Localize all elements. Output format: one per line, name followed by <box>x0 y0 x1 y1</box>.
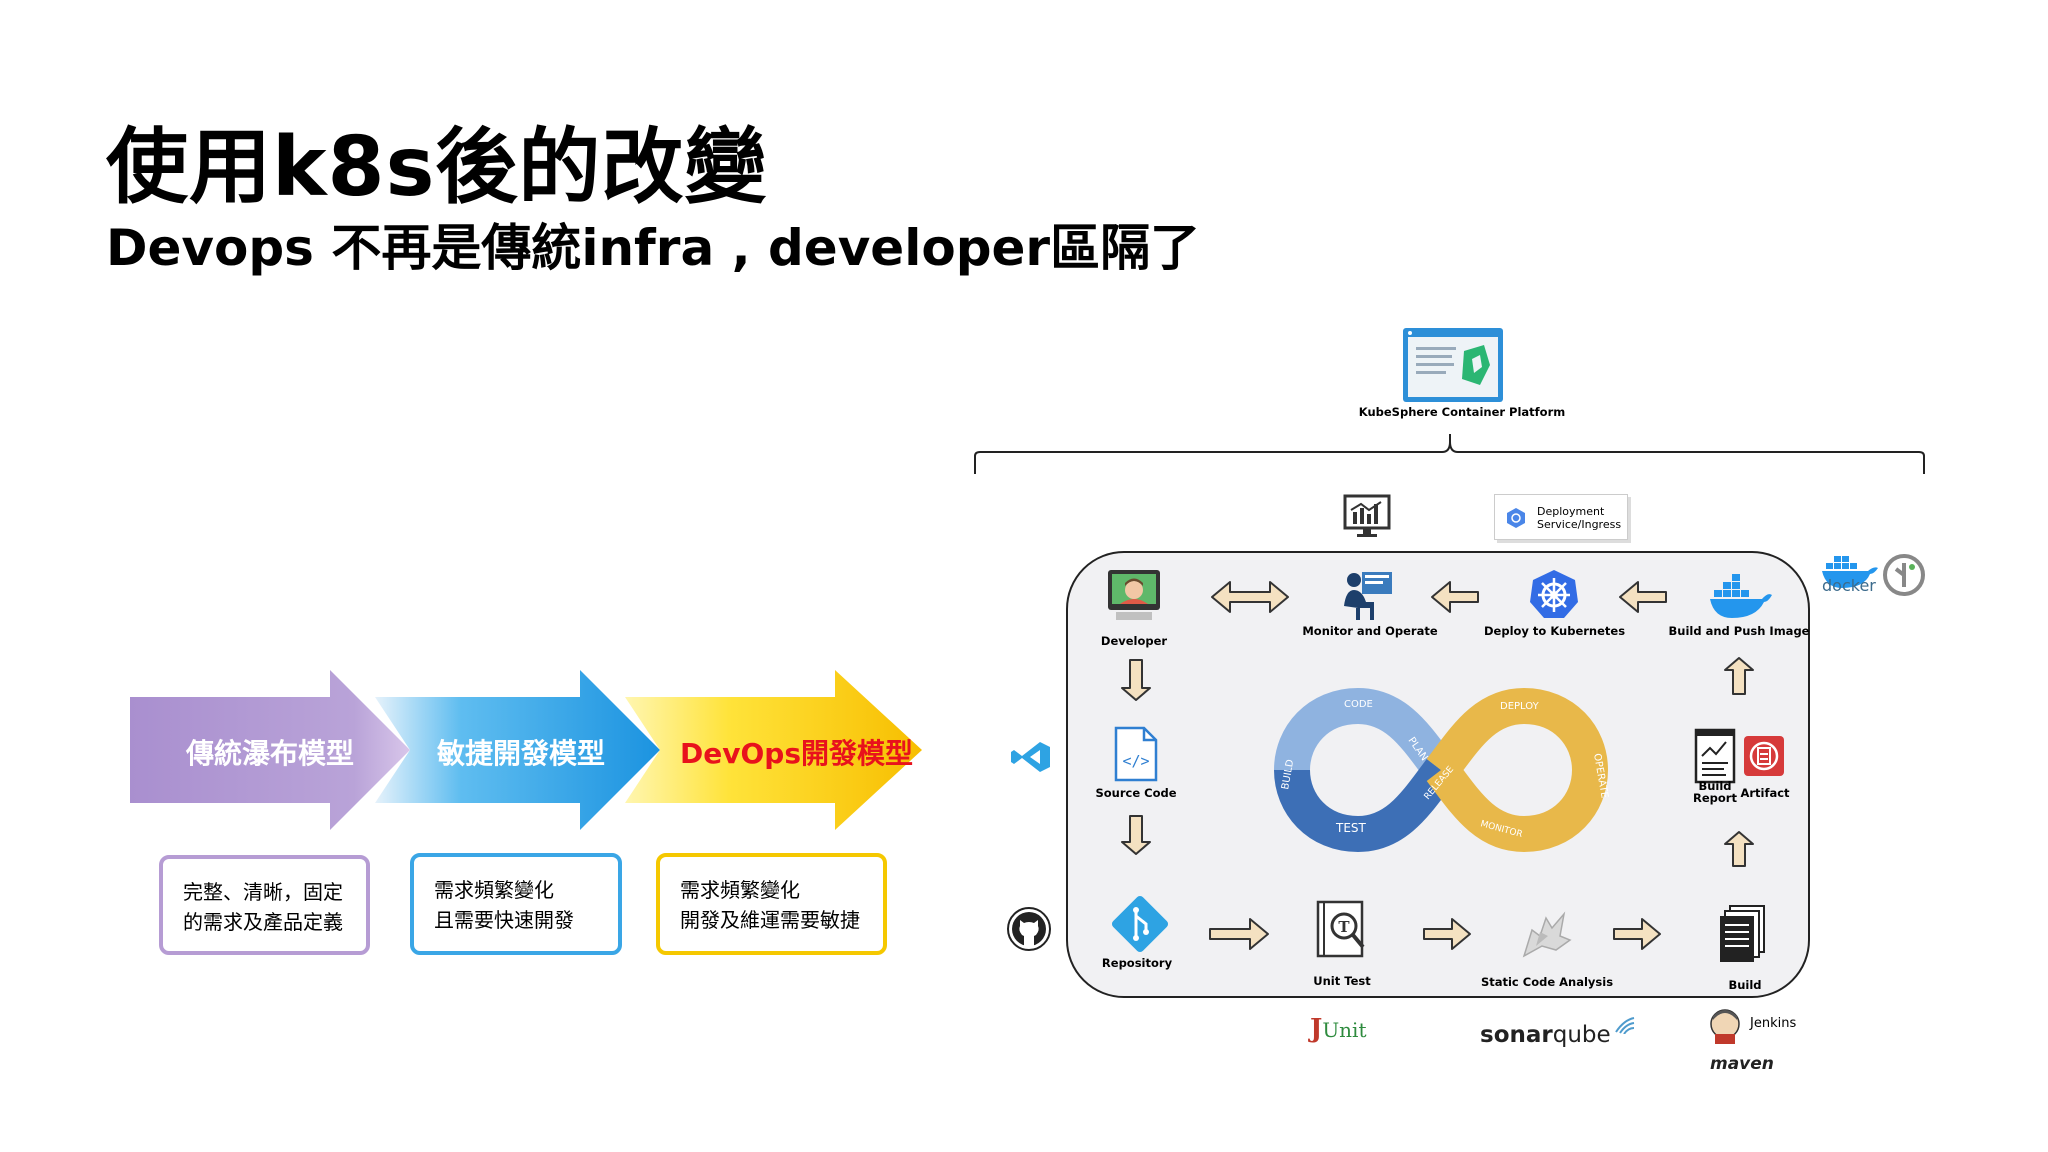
deployment-badge-line-1: Deployment <box>1537 505 1605 518</box>
sonarqube-logo-qube: qube <box>1552 1022 1611 1048</box>
loop-label-deploy: DEPLOY <box>1500 701 1540 712</box>
arrow-deploy-monitor <box>1431 581 1479 613</box>
jenkins-icon <box>1710 1009 1740 1044</box>
deploy-kubernetes-label: Deploy to Kubernetes <box>1484 624 1626 638</box>
developer-label: Developer <box>1100 634 1168 648</box>
static-code-analysis-label: Static Code Analysis <box>1480 975 1614 989</box>
docker-label: docker <box>1822 576 1876 595</box>
devops-desc-line-1: 需求頻繁變化 <box>680 878 800 902</box>
devops-infinity-loop: CODE PLAN BUILD TEST RELEASE DEPLOY OPER… <box>1274 687 1610 853</box>
monitor-operate-label: Monitor and Operate <box>1302 624 1438 638</box>
artifact-label: Artifact <box>1740 786 1790 800</box>
arrow-repo-unittest <box>1209 918 1269 950</box>
build-report-label-line-2: Report <box>1693 791 1737 805</box>
agile-desc-box: 需求頻繁變化 且需要快速開發 <box>410 853 622 955</box>
arrow-waterfall <box>130 670 410 830</box>
svg-text:</>: </> <box>1122 752 1149 770</box>
repository-label: Repository <box>1101 956 1173 970</box>
arrow-dev-monitor <box>1211 581 1289 613</box>
agile-desc-line-1: 需求頻繁變化 <box>434 878 554 902</box>
static-code-analysis-icon <box>1522 911 1572 958</box>
platform-brace <box>974 434 1925 474</box>
deployment-badge-line-2: Service/Ingress <box>1537 518 1622 531</box>
arrow-devops <box>625 670 922 830</box>
helm-icon <box>1883 554 1925 596</box>
loop-test-segment <box>1274 759 1456 853</box>
arrow-source-repo <box>1121 815 1151 855</box>
build-push-image-icon <box>1710 574 1772 618</box>
slide-subtitle: Devops 不再是傳統infra , developer區隔了 <box>106 219 1201 277</box>
agile-label: 敏捷開發模型 <box>437 737 606 770</box>
developer-icon <box>1108 570 1160 620</box>
arrow-static-build <box>1613 918 1661 950</box>
build-label: Build <box>1728 978 1762 992</box>
vscode-icon <box>1011 742 1050 772</box>
devops-label: DevOps開發模型 <box>680 737 913 770</box>
loop-label-build: BUILD <box>1280 758 1296 790</box>
build-report-icon <box>1694 728 1736 784</box>
loop-monitor-segment <box>1426 759 1608 853</box>
source-code-label: Source Code <box>1095 786 1177 800</box>
unit-test-label: Unit Test <box>1313 974 1371 988</box>
platform-label: KubeSphere Container Platform <box>1358 405 1566 419</box>
sonarqube-logo-sonar: sonar <box>1480 1022 1553 1048</box>
waterfall-desc-line-1: 完整、清晰，固定 <box>183 880 343 904</box>
deployment-badge: Deployment Service/Ingress <box>1494 494 1628 540</box>
kubernetes-icon <box>1530 570 1578 618</box>
loop-deploy-segment <box>1426 687 1608 781</box>
arrow-buildpush-deploy <box>1619 581 1667 613</box>
build-report-label: Build Report <box>1678 780 1752 804</box>
gcp-deployment-icon <box>1507 508 1525 528</box>
svg-text:T: T <box>1338 918 1350 936</box>
agile-desc-line-2: 且需要快速開發 <box>434 908 574 932</box>
maven-logo: maven <box>1710 1054 1774 1074</box>
repository-icon <box>1111 895 1169 953</box>
build-icon <box>1720 905 1765 962</box>
waterfall-desc-line-2: 的需求及產品定義 <box>183 910 343 934</box>
loop-code-segment <box>1274 687 1456 781</box>
junit-logo: JUnit <box>1310 1014 1366 1044</box>
model-arrows <box>130 670 922 830</box>
waterfall-desc-box: 完整、清晰，固定 的需求及產品定義 <box>159 855 370 955</box>
arrow-agile <box>375 670 660 830</box>
kubesphere-platform-icon <box>1403 328 1503 402</box>
sonarqube-wave-icon <box>1615 1017 1635 1034</box>
devops-desc-line-2: 開發及維運需要敏捷 <box>680 908 860 932</box>
junit-logo-j: J <box>1310 1014 1323 1044</box>
slide-title: 使用k8s後的改變 <box>106 120 768 215</box>
artifact-icon <box>1744 736 1784 776</box>
dashboard-monitor-icon <box>1343 494 1391 537</box>
loop-label-code: CODE <box>1344 699 1373 710</box>
arrow-build-report <box>1724 831 1754 867</box>
build-push-image-label: Build and Push Image <box>1668 624 1810 638</box>
docker-icon <box>1822 556 1878 588</box>
waterfall-label: 傳統瀑布模型 <box>186 737 355 770</box>
sonarqube-logo: sonarqube <box>1480 1022 1611 1048</box>
source-code-icon: </> <box>1114 726 1158 782</box>
build-report-label-line-1: Build <box>1698 779 1732 793</box>
github-icon <box>1007 907 1051 951</box>
unit-test-icon: T <box>1316 900 1365 958</box>
loop-label-test: TEST <box>1335 821 1367 835</box>
junit-logo-unit: Unit <box>1322 1018 1367 1042</box>
arrow-dev-source <box>1121 659 1151 701</box>
arrow-report-buildpush <box>1724 657 1754 695</box>
devops-desc-box: 需求頻繁變化 開發及維運需要敏捷 <box>656 853 887 955</box>
jenkins-label: Jenkins <box>1750 1016 1797 1031</box>
monitor-operate-icon <box>1344 572 1392 620</box>
arrow-unittest-static <box>1423 918 1471 950</box>
